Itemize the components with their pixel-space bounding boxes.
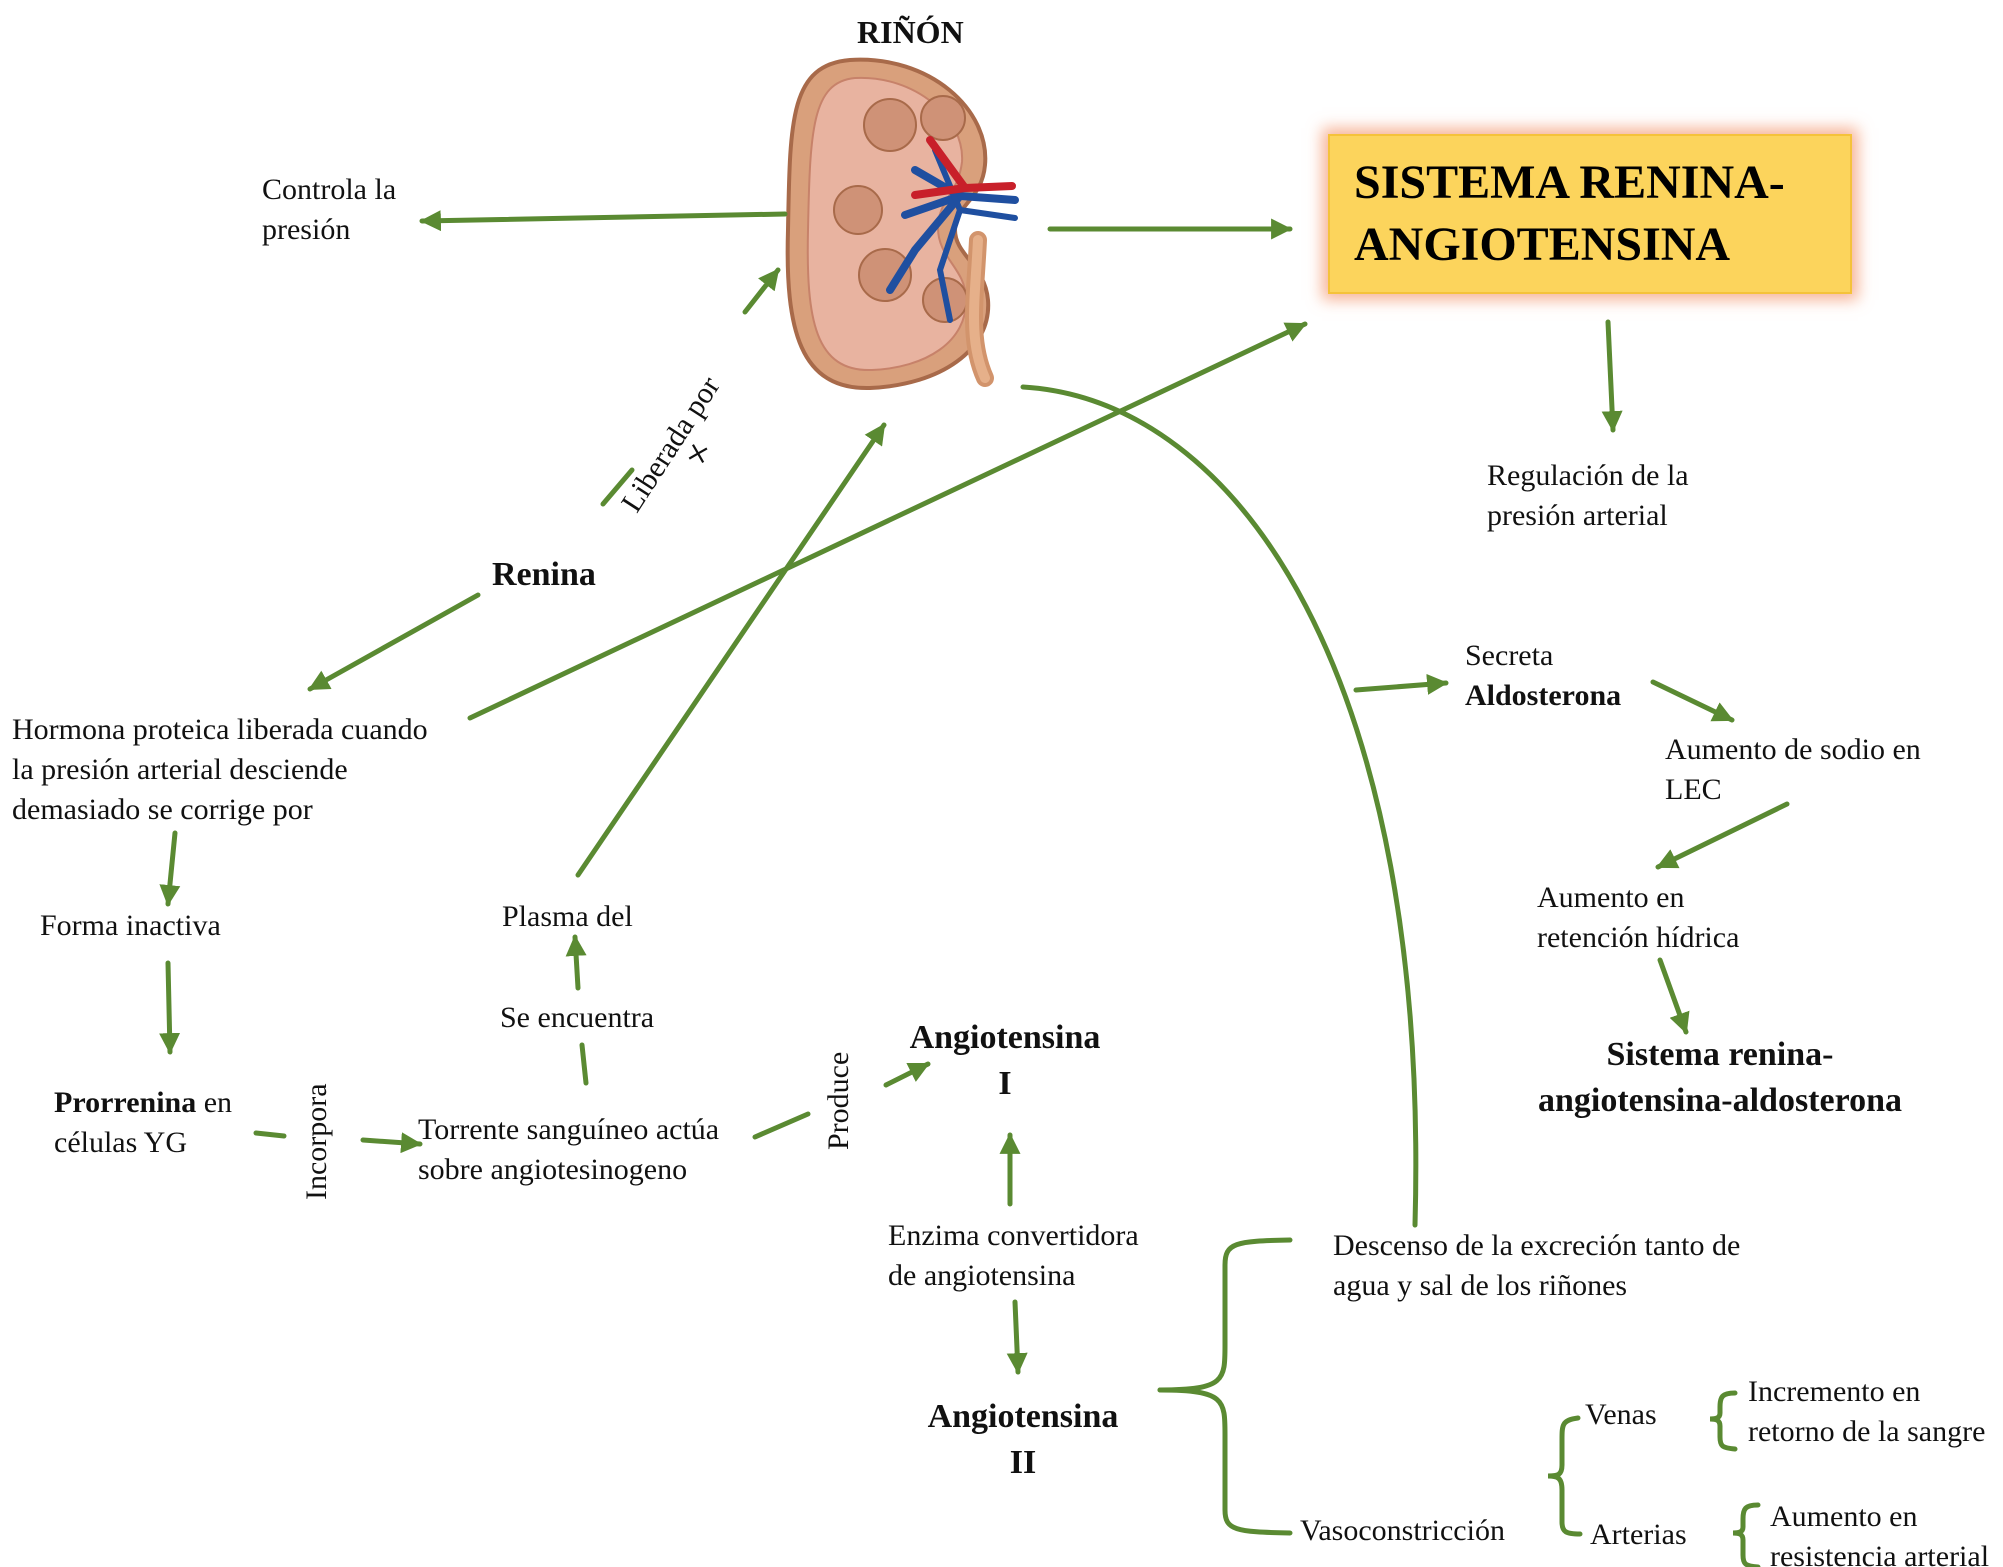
prorrenina-line-2: células YG: [54, 1123, 232, 1163]
incremento-node: Incremento en retorno de la sangre: [1748, 1372, 1985, 1452]
title-text: SISTEMA RENINA- ANGIOTENSINA: [1354, 152, 1785, 276]
enzima-line-1: Enzima convertidora: [888, 1216, 1139, 1256]
title-box: SISTEMA RENINA- ANGIOTENSINA: [1328, 134, 1852, 294]
arrow-curve-to-secreta: [1356, 683, 1446, 690]
incremento-line-2: retorno de la sangre: [1748, 1412, 1985, 1452]
brace-upper-descenso: [1160, 1240, 1290, 1390]
arrow-title-to-regulacion: [1608, 322, 1613, 430]
resistencia-line-1: Aumento en: [1770, 1497, 1989, 1537]
title-line-1: SISTEMA RENINA-: [1354, 152, 1785, 214]
sodio-line-1: Aumento de sodio en: [1665, 730, 1921, 770]
sraa-line-1: Sistema renina-: [1490, 1032, 1950, 1078]
incremento-line-1: Incremento en: [1748, 1372, 1985, 1412]
descenso-line-1: Descenso de la excreción tanto de: [1333, 1226, 1740, 1266]
angiotensina-1-node: Angiotensina I: [890, 1015, 1120, 1107]
brace-arterias-detail: [1733, 1505, 1758, 1567]
kidney-label: RIÑÓN: [857, 12, 964, 52]
angiotensina-2-node: Angiotensina II: [908, 1394, 1138, 1486]
sodio-line-2: LEC: [1665, 770, 1921, 810]
forma-inactiva-node: Forma inactiva: [40, 906, 221, 946]
kidney-icon: [788, 60, 1015, 388]
torrente-line-1: Torrente sanguíneo actúa: [418, 1110, 719, 1150]
renina-node: Renina: [492, 552, 596, 598]
arrow-se-encuentra-to-plasma: [575, 937, 578, 988]
angiotensina-2-line-2: II: [908, 1440, 1138, 1486]
descenso-line-2: agua y sal de los riñones: [1333, 1266, 1740, 1306]
arrow-renina-to-hormona: [310, 595, 478, 689]
brace-venas-arterias: [1548, 1418, 1580, 1534]
plasma-node: Plasma del: [502, 897, 633, 937]
arrow-forma-to-prorrenina: [168, 963, 170, 1052]
vasoconstriccion-node: Vasoconstricción: [1300, 1511, 1505, 1551]
arrow-hormona-to-forma: [168, 833, 175, 904]
retencion-line-2: retención hídrica: [1537, 918, 1739, 958]
se-encuentra-node: Se encuentra: [500, 998, 654, 1038]
brace-lower-vasoconstriccion: [1160, 1390, 1290, 1533]
regulacion-line-2: presión arterial: [1487, 496, 1689, 536]
arrow-retencion-to-sraa: [1660, 960, 1686, 1032]
resistencia-node: Aumento en resistencia arterial: [1770, 1497, 1989, 1567]
produce-label: Produce: [822, 1052, 856, 1150]
arrow-incorpora-to-torrente: [363, 1140, 420, 1144]
sodio-node: Aumento de sodio en LEC: [1665, 730, 1921, 810]
regulacion-line-1: Regulación de la: [1487, 456, 1689, 496]
arterias-node: Arterias: [1590, 1515, 1687, 1555]
aldosterona-term: Aldosterona: [1465, 676, 1621, 716]
regulacion-node: Regulación de la presión arterial: [1487, 456, 1689, 536]
angiotensina-1-line-2: I: [890, 1061, 1120, 1107]
hormona-node: Hormona proteica liberada cuando la pres…: [12, 710, 428, 830]
secreta-line-1: Secreta: [1465, 636, 1621, 676]
controla-line-2: presión: [262, 210, 396, 250]
venas-node: Venas: [1585, 1395, 1657, 1435]
brace-venas-detail: [1710, 1393, 1735, 1449]
prorrenina-node: Prorrenina en células YG: [54, 1083, 232, 1163]
angiotensina-2-line-1: Angiotensina: [908, 1394, 1138, 1440]
line-torrente-se-encuentra: [582, 1045, 586, 1083]
arrow-liberada-to-kidney: [745, 270, 778, 312]
line-prorrenina-incorpora: [256, 1133, 284, 1136]
arrow-kidney-to-controla: [422, 214, 785, 221]
controla-node: Controla la presión: [262, 170, 396, 250]
hormona-line-1: Hormona proteica liberada cuando: [12, 710, 428, 750]
descenso-node: Descenso de la excreción tanto de agua y…: [1333, 1226, 1740, 1306]
arrow-aldosterona-to-sodio: [1653, 682, 1732, 720]
hormona-line-2: la presión arterial desciende: [12, 750, 428, 790]
controla-line-1: Controla la: [262, 170, 396, 210]
prorrenina-term: Prorrenina: [54, 1086, 196, 1119]
torrente-node: Torrente sanguíneo actúa sobre angiotesi…: [418, 1110, 719, 1190]
sraa-node: Sistema renina- angiotensina-aldosterona: [1490, 1032, 1950, 1124]
enzima-line-2: de angiotensina: [888, 1256, 1139, 1296]
incorpora-label: Incorpora: [300, 1083, 334, 1200]
retencion-node: Aumento en retención hídrica: [1537, 878, 1739, 958]
secreta-node: Secreta Aldosterona: [1465, 636, 1621, 716]
enzima-node: Enzima convertidora de angiotensina: [888, 1216, 1139, 1296]
resistencia-line-2: resistencia arterial: [1770, 1537, 1989, 1567]
angiotensina-1-line-1: Angiotensina: [890, 1015, 1120, 1061]
prorrenina-rest: en: [196, 1086, 232, 1119]
sraa-line-2: angiotensina-aldosterona: [1490, 1078, 1950, 1124]
line-torrente-produce: [755, 1114, 808, 1137]
torrente-line-2: sobre angiotesinogeno: [418, 1150, 719, 1190]
arrow-sodio-to-retencion: [1658, 804, 1787, 867]
retencion-line-1: Aumento en: [1537, 878, 1739, 918]
title-line-2: ANGIOTENSINA: [1354, 214, 1785, 276]
hormona-line-3: demasiado se corrige por: [12, 790, 428, 830]
arrow-enzima-to-ang2: [1015, 1302, 1018, 1372]
